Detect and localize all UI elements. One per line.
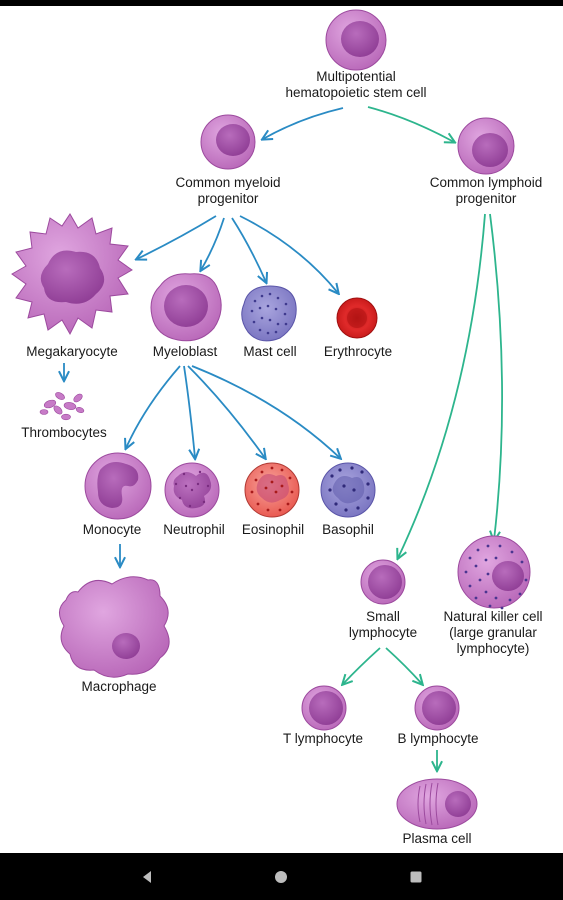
mast-cell <box>241 285 297 342</box>
label-b-lymphocyte: B lymphocyte <box>397 731 478 746</box>
natural-killer-cell <box>457 535 531 610</box>
home-button[interactable] <box>261 857 301 897</box>
arrow-myeloblast-to-monocyte <box>126 365 181 448</box>
label-lymphoid-line2: progenitor <box>456 191 517 206</box>
thrombocytes-cells <box>39 392 85 421</box>
label-myeloblast: Myeloblast <box>153 344 218 359</box>
label-stem-line2: hematopoietic stem cell <box>285 85 426 100</box>
small-lymphocyte-cell <box>360 559 406 605</box>
label-stem-line1: Multipotential <box>316 69 396 84</box>
arrow-small-to-b-lymphocyte <box>385 647 422 684</box>
nk-granules <box>464 544 528 610</box>
basophil-granules <box>328 466 370 512</box>
status-bar <box>0 0 563 6</box>
b-lymphocyte-cell <box>414 685 460 731</box>
label-thrombocytes: Thrombocytes <box>21 425 107 440</box>
erythrocyte-cell <box>336 297 378 339</box>
diagram-canvas: Multipotential hematopoietic stem cell C… <box>0 6 563 853</box>
label-nk-line1: Natural killer cell <box>443 609 542 624</box>
arrow-myeloid-to-megakaryocyte <box>137 215 217 259</box>
label-lymphoid-line1: Common lymphoid <box>430 175 543 190</box>
label-megakaryocyte: Megakaryocyte <box>26 344 118 359</box>
arrow-myeloid-to-erythrocyte <box>239 215 338 293</box>
arrow-stem-to-myeloid <box>263 107 344 139</box>
label-eosinophil: Eosinophil <box>242 522 304 537</box>
back-icon <box>143 870 152 883</box>
arrow-myeloblast-to-neutrophil <box>183 365 195 458</box>
monocyte-cell <box>84 452 152 520</box>
home-icon <box>275 870 288 883</box>
label-small-lymphocyte-line2: lymphocyte <box>349 625 417 640</box>
plasma-er-lines <box>417 782 439 826</box>
myeloid-progenitor-cell <box>200 114 256 170</box>
navigation-bar <box>0 853 563 900</box>
hematopoiesis-diagram: Multipotential hematopoietic stem cell C… <box>11 9 543 846</box>
eosinophil-granules <box>250 466 294 512</box>
mast-granules <box>250 292 288 335</box>
label-neutrophil: Neutrophil <box>163 522 225 537</box>
arrow-lymphoid-to-small-lymphocyte <box>398 213 486 558</box>
label-myeloid-line1: Common myeloid <box>175 175 280 190</box>
arrows <box>64 106 503 770</box>
arrow-lymphoid-to-nk <box>490 213 503 540</box>
macrophage-cell <box>59 576 170 678</box>
label-t-lymphocyte: T lymphocyte <box>283 731 363 746</box>
label-myeloid-line2: progenitor <box>198 191 259 206</box>
label-small-lymphocyte-line1: Small <box>366 609 400 624</box>
lymphoid-progenitor-cell <box>457 117 515 175</box>
labels: Multipotential hematopoietic stem cell C… <box>21 69 542 846</box>
neutrophil-cell <box>164 462 220 518</box>
arrow-myeloblast-to-eosinophil <box>187 365 265 458</box>
t-lymphocyte-cell <box>301 685 347 731</box>
label-nk-line2: (large granular <box>449 625 537 640</box>
arrow-small-to-t-lymphocyte <box>343 647 381 684</box>
eosinophil-cell <box>244 462 300 518</box>
myeloblast-cell <box>150 273 222 342</box>
label-erythrocyte: Erythrocyte <box>324 344 392 359</box>
arrow-myeloid-to-mast <box>231 217 266 282</box>
label-monocyte: Monocyte <box>83 522 142 537</box>
back-button[interactable] <box>127 857 167 897</box>
recents-button[interactable] <box>396 857 436 897</box>
label-mast-cell: Mast cell <box>243 344 296 359</box>
label-basophil: Basophil <box>322 522 374 537</box>
basophil-cell <box>320 462 376 518</box>
label-macrophage: Macrophage <box>81 679 156 694</box>
megakaryocyte-cell <box>11 213 133 336</box>
arrow-myeloid-to-myeloblast <box>201 217 225 270</box>
arrow-myeloblast-to-basophil <box>191 365 340 458</box>
neutrophil-granules <box>174 470 210 508</box>
label-plasma-cell: Plasma cell <box>402 831 471 846</box>
arrow-stem-to-lymphoid <box>367 106 454 142</box>
stem-cell <box>325 9 387 71</box>
recents-icon <box>410 871 422 882</box>
label-nk-line3: lymphocyte) <box>457 641 530 656</box>
plasma-cell <box>396 778 478 830</box>
